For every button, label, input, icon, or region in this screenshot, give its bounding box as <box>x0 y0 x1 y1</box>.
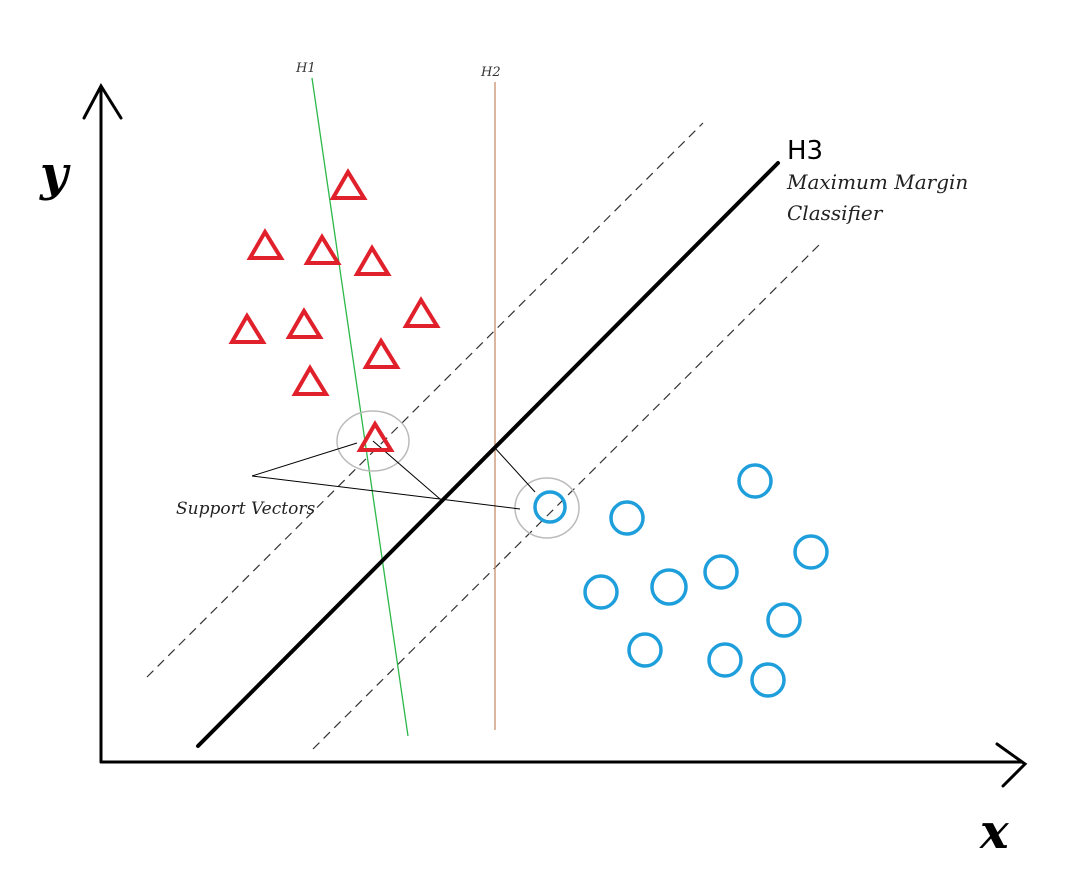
triangle-point <box>246 228 285 260</box>
distance-h3-circle <box>439 498 521 510</box>
h1-line <box>311 77 409 737</box>
triangle-point <box>353 244 392 276</box>
circle-point <box>609 500 645 536</box>
axes <box>82 83 1028 788</box>
h3-line <box>196 161 780 748</box>
triangle-class <box>228 168 441 452</box>
x-axis-arrow <box>995 742 1028 788</box>
support-ring-circle <box>514 477 580 539</box>
y-axis-arrow <box>82 83 123 120</box>
triangle-point <box>228 312 267 344</box>
support-ring-triangle <box>336 410 410 472</box>
circle-point <box>766 602 802 638</box>
circle-point <box>583 574 619 610</box>
triangle-point <box>362 337 401 369</box>
circle-point <box>750 662 786 698</box>
h2-label: H2 <box>480 65 501 80</box>
pointer-to-triangle <box>251 442 358 477</box>
circle-point <box>533 490 567 524</box>
margin-line-upper <box>146 122 704 678</box>
triangle-point <box>285 307 324 339</box>
triangle-point <box>356 420 395 452</box>
triangle-point <box>402 296 441 328</box>
distance-circle-h3 <box>494 447 536 493</box>
circle-point <box>703 554 739 590</box>
margin-line-lower <box>312 243 821 750</box>
support-vectors-label: Support Vectors <box>176 499 315 519</box>
triangle-point <box>303 233 342 265</box>
triangle-point <box>329 168 368 200</box>
y-axis-label: y <box>39 146 71 202</box>
circle-point <box>627 632 663 668</box>
h1-label: H1 <box>295 61 316 76</box>
margin-lines <box>146 122 821 750</box>
h3-label: H3 <box>787 136 823 166</box>
max-margin-label-line2: Classifier <box>787 201 884 225</box>
circle-point <box>650 568 688 606</box>
triangle-point <box>291 364 330 396</box>
circle-point <box>737 463 773 499</box>
circle-point <box>793 534 829 570</box>
max-margin-label-line1: Maximum Margin <box>786 170 968 194</box>
pointer-to-h3 <box>251 475 441 500</box>
x-axis-label: x <box>979 804 1010 860</box>
circle-point <box>707 642 743 678</box>
circle-class <box>533 463 829 698</box>
